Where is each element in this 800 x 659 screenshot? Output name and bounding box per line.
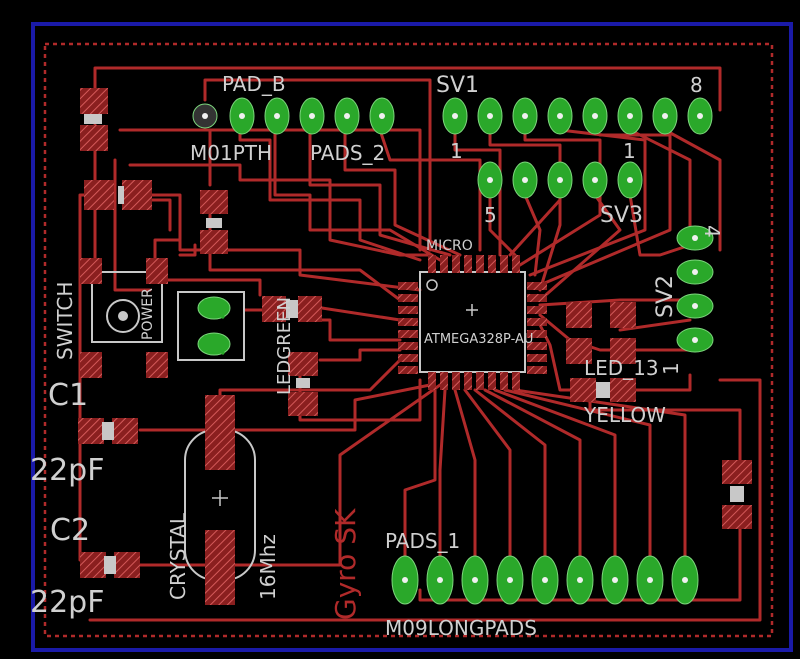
- header-sv1: [442, 97, 713, 135]
- label-c1-value: 22pF: [30, 453, 104, 488]
- keepout-border: [43, 42, 774, 638]
- label-c2-value: 22pF: [30, 585, 104, 620]
- header-pads-2: [192, 97, 395, 135]
- smd-parts: [80, 88, 752, 529]
- label-sv2: SV2: [653, 275, 678, 318]
- label-sv1-pin8: 8: [690, 73, 703, 97]
- label-pad-b: PAD_B: [222, 72, 286, 96]
- power-switch: [80, 258, 168, 378]
- label-switch: SWITCH: [53, 282, 77, 360]
- crystal: [184, 395, 256, 605]
- label-c1: C1: [48, 378, 88, 413]
- cap-c1: [78, 418, 138, 444]
- cap-c2: [80, 552, 140, 578]
- label-sv1-pin1a: 1: [450, 139, 463, 163]
- label-ledgreen: LEDGREEN: [274, 297, 295, 395]
- label-m01pth: M01PTH: [190, 141, 272, 165]
- label-sv2-pin4: 4: [700, 225, 724, 238]
- label-micro: MICRO: [426, 238, 473, 254]
- header-pads-1: [391, 555, 699, 605]
- label-pads-2: PADS_2: [310, 141, 385, 165]
- label-sv2-pin1: 1: [659, 362, 683, 375]
- header-sv2: [676, 225, 714, 353]
- led-green: [177, 291, 245, 361]
- label-16mhz: 16Mhz: [256, 534, 280, 600]
- label-yellow: YELLOW: [583, 403, 666, 427]
- label-sv3-pin5: 5: [484, 203, 497, 227]
- label-power: POWER: [140, 288, 156, 340]
- label-atmega: ATMEGA328P-AU: [424, 332, 533, 347]
- label-gyro-sk: Gyro SK: [329, 508, 362, 620]
- label-m09longpads: M09LONGPADS: [385, 616, 537, 640]
- label-c2: C2: [50, 513, 90, 548]
- label-crystal: CRYSTAL: [166, 512, 190, 600]
- label-sv1-pin1b: 1: [623, 139, 636, 163]
- label-pads-1: PADS_1: [385, 529, 460, 553]
- board-edge: [31, 22, 793, 652]
- label-sv1: SV1: [436, 73, 479, 98]
- header-sv3: [477, 161, 643, 199]
- label-led-13: LED_13: [584, 356, 659, 380]
- label-sv3: SV3: [600, 203, 643, 228]
- mcu-atmega328p: [398, 255, 547, 390]
